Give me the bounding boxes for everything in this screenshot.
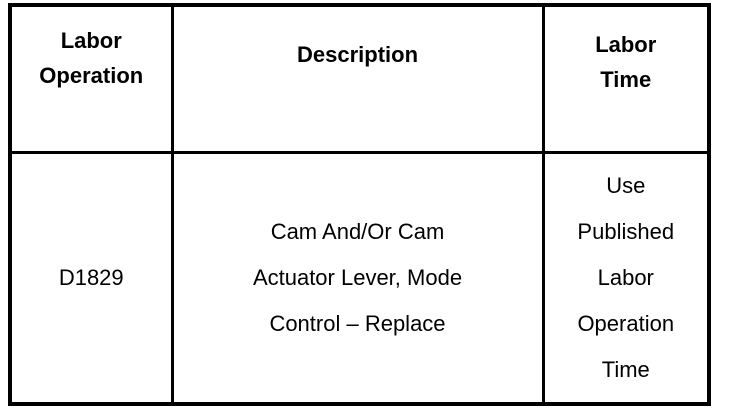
labor-time-line-2: Published <box>577 218 675 244</box>
description-line-2: Actuator Lever, Mode <box>252 264 463 290</box>
labor-operation-code: D1829 <box>58 264 124 290</box>
header-description-line-1: Description <box>296 42 419 67</box>
labor-time-line-5: Time <box>601 356 650 382</box>
labor-time-line-1: Use <box>606 172 646 198</box>
header-labor-time-line-1: Labor <box>595 32 657 57</box>
table-row: D1829 Cam And/Or Cam Actuator Lever, Mod… <box>8 150 711 406</box>
table-header-row: Labor Operation Description Labor Time <box>8 3 711 154</box>
labor-time-line-3: Labor <box>597 264 654 290</box>
header-labor-operation: Labor Operation <box>8 3 174 154</box>
description-line-3: Control – Replace <box>269 310 446 336</box>
header-labor-time-line-2: Time <box>600 67 652 92</box>
description-line-1: Cam And/Or Cam <box>270 218 445 244</box>
header-labor-time: Labor Time <box>541 3 711 154</box>
header-labor-operation-line-1: Labor <box>60 28 122 53</box>
cell-labor-time: Use Published Labor Operation Time <box>541 150 711 406</box>
header-labor-operation-line-2: Operation <box>39 63 144 88</box>
labor-time-line-4: Operation <box>577 310 675 336</box>
cell-description: Cam And/Or Cam Actuator Lever, Mode Cont… <box>170 150 545 406</box>
cell-labor-operation-code: D1829 <box>8 150 174 406</box>
header-description: Description <box>170 3 545 154</box>
labor-operation-table: Labor Operation Description Labor Time D… <box>8 3 711 406</box>
